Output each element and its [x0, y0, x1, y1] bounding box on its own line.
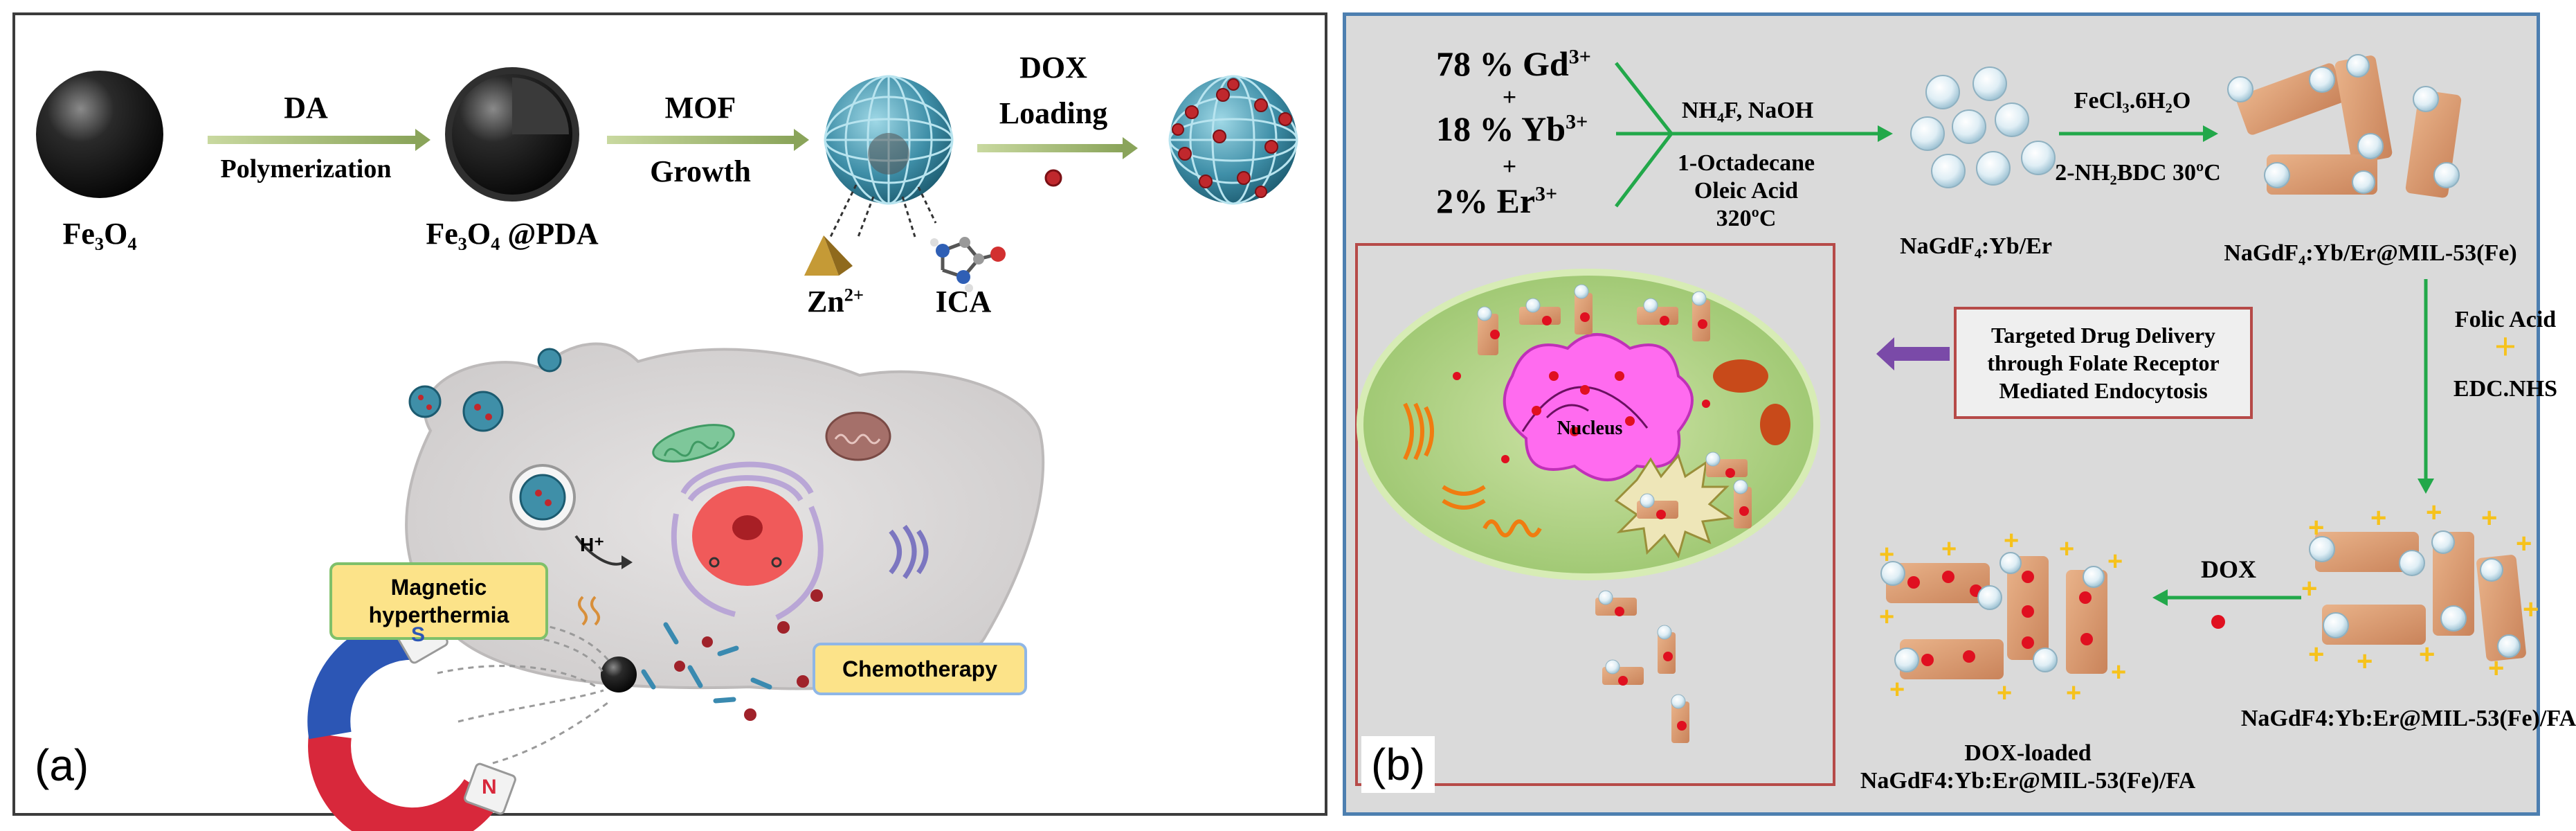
cell-uptake-box: [1355, 243, 1835, 786]
product-1-label: NaGdF₄:Yb/Er: [1900, 233, 2052, 259]
mitochondrion-green: [652, 424, 735, 463]
svg-text:+: +: [2523, 594, 2539, 625]
condition-1-line-2: Oleic Acid: [1694, 178, 1799, 204]
dox-loaded-cluster: + + + + + + + + + +: [1879, 526, 2126, 708]
step1-label-top: DA: [284, 91, 328, 125]
arrow-2: [607, 136, 794, 144]
panel-b: + + + + + + + + + + + +: [1343, 12, 2576, 816]
svg-text:+: +: [1889, 675, 1905, 704]
panel-b-letter: (b): [1361, 736, 1435, 793]
svg-text:+: +: [2301, 573, 2317, 604]
dox-label: DOX: [2201, 555, 2256, 583]
panel-b-graphics: + + + + + + + + + + + +: [1355, 54, 2539, 786]
svg-text:+: +: [1941, 535, 1957, 564]
fe3o4-sphere: [36, 71, 163, 198]
nanoparticle-cluster: [408, 348, 562, 432]
product-2-label: NaGdF₄:Yb/Er@MIL-53(Fe): [2224, 240, 2517, 266]
svg-text:+: +: [1879, 602, 1894, 632]
folic-acid-label: Folic Acid: [2454, 307, 2557, 332]
targeted-delivery-box: Targeted Drug Delivery through Folate Re…: [1954, 307, 2253, 419]
magnetic-hyperthermia-tag: Magnetic hyperthermia: [329, 562, 548, 640]
svg-text:+: +: [2370, 503, 2386, 533]
step2-label-bottom: Growth: [650, 154, 751, 188]
plus-3: +: [2494, 325, 2516, 368]
dox-dot-icon: [1044, 169, 1062, 187]
svg-text:+: +: [2059, 535, 2074, 564]
svg-text:+: +: [2357, 646, 2373, 677]
proton-label: H⁺: [580, 534, 604, 555]
nagdf4-fa-cluster: + + + + + + + + + + +: [2301, 497, 2539, 683]
panel-a-letter: (a): [35, 740, 89, 790]
step2-label-top: MOF: [664, 91, 736, 125]
panel-a: Fe₃O₄ DA Polymerization Fe₃O₄ @PDA MOF G…: [12, 12, 1327, 831]
svg-text:+: +: [2481, 503, 2497, 533]
reagent-2: FeCl₃.6H₂O: [2074, 88, 2191, 114]
condition-1-line-1: 1-Octadecane: [1677, 150, 1815, 176]
svg-text:+: +: [2516, 528, 2532, 559]
magnet-n-label: N: [482, 776, 497, 798]
plus-2: +: [1502, 152, 1517, 180]
svg-text:+: +: [2004, 526, 2019, 555]
svg-text:+: +: [2426, 497, 2442, 528]
golgi-apparatus: [889, 524, 929, 580]
arrow-1: [208, 136, 415, 144]
arrow-3: [977, 144, 1123, 152]
fe3o4-pda-label: Fe₃O₄ @PDA: [426, 217, 599, 251]
gd-label: 78 % Gd3+: [1436, 44, 1591, 83]
svg-text:+: +: [2111, 658, 2126, 687]
svg-text:+: +: [2488, 653, 2504, 683]
product-4-label-line-2: NaGdF4:Yb:Er@MIL-53(Fe)/FA: [1860, 768, 2196, 794]
endoplasmic-reticulum: [671, 461, 824, 620]
ica-label: ICA: [935, 285, 992, 319]
zn-label: Zn2+: [806, 284, 864, 319]
svg-text:+: +: [2419, 639, 2435, 670]
zn-pyramid-icon: [804, 235, 853, 276]
step1-label-bottom: Polymerization: [220, 154, 392, 184]
nagdf4-nanoparticles: [1910, 66, 2056, 188]
mitochondrion-brown: [825, 411, 891, 461]
svg-text:+: +: [1879, 540, 1894, 569]
svg-text:+: +: [2308, 512, 2324, 543]
cell-nucleus: [1503, 333, 1694, 481]
er-label: 2% Er3+: [1436, 181, 1558, 220]
fe3o4-label: Fe₃O₄: [62, 217, 137, 251]
nucleus-label: Nucleus: [1557, 418, 1623, 439]
svg-text:+: +: [1997, 679, 2012, 708]
ica-molecule-icon: [930, 237, 1006, 292]
plus-1: +: [1502, 83, 1517, 111]
reagent-1: NH₄F, NaOH: [1681, 98, 1814, 123]
svg-text:+: +: [2066, 679, 2081, 708]
svg-text:+: +: [2308, 639, 2324, 670]
mof-sphere: [824, 75, 954, 205]
chemotherapy-tag: Chemotherapy: [813, 643, 1027, 695]
svg-text:+: +: [2107, 547, 2123, 576]
dox-loaded-mof-sphere: [1168, 75, 1298, 205]
step3-label-bottom: Loading: [999, 96, 1108, 130]
nagdf4-mil53-cluster: [2227, 54, 2462, 198]
released-dox: [674, 589, 823, 721]
product-4-label-line-1: DOX-loaded: [1964, 740, 2092, 766]
yb-label: 18 % Yb3+: [1436, 109, 1588, 148]
condition-1-line-3: 320ºC: [1716, 206, 1777, 231]
step3-label-top: DOX: [1019, 51, 1087, 84]
product-3-label: NaGdF4:Yb:Er@MIL-53(Fe)/FA: [2240, 706, 2576, 731]
nucleus: [692, 486, 803, 586]
condition-2: 2-NH₂BDC 30ºC: [2055, 160, 2221, 186]
panel-a-graphics: [36, 67, 1298, 831]
magnet-s-label: S: [411, 623, 426, 646]
edc-nhs-label: EDC.NHS: [2453, 376, 2558, 402]
magnetic-nanoparticle: [601, 656, 637, 692]
